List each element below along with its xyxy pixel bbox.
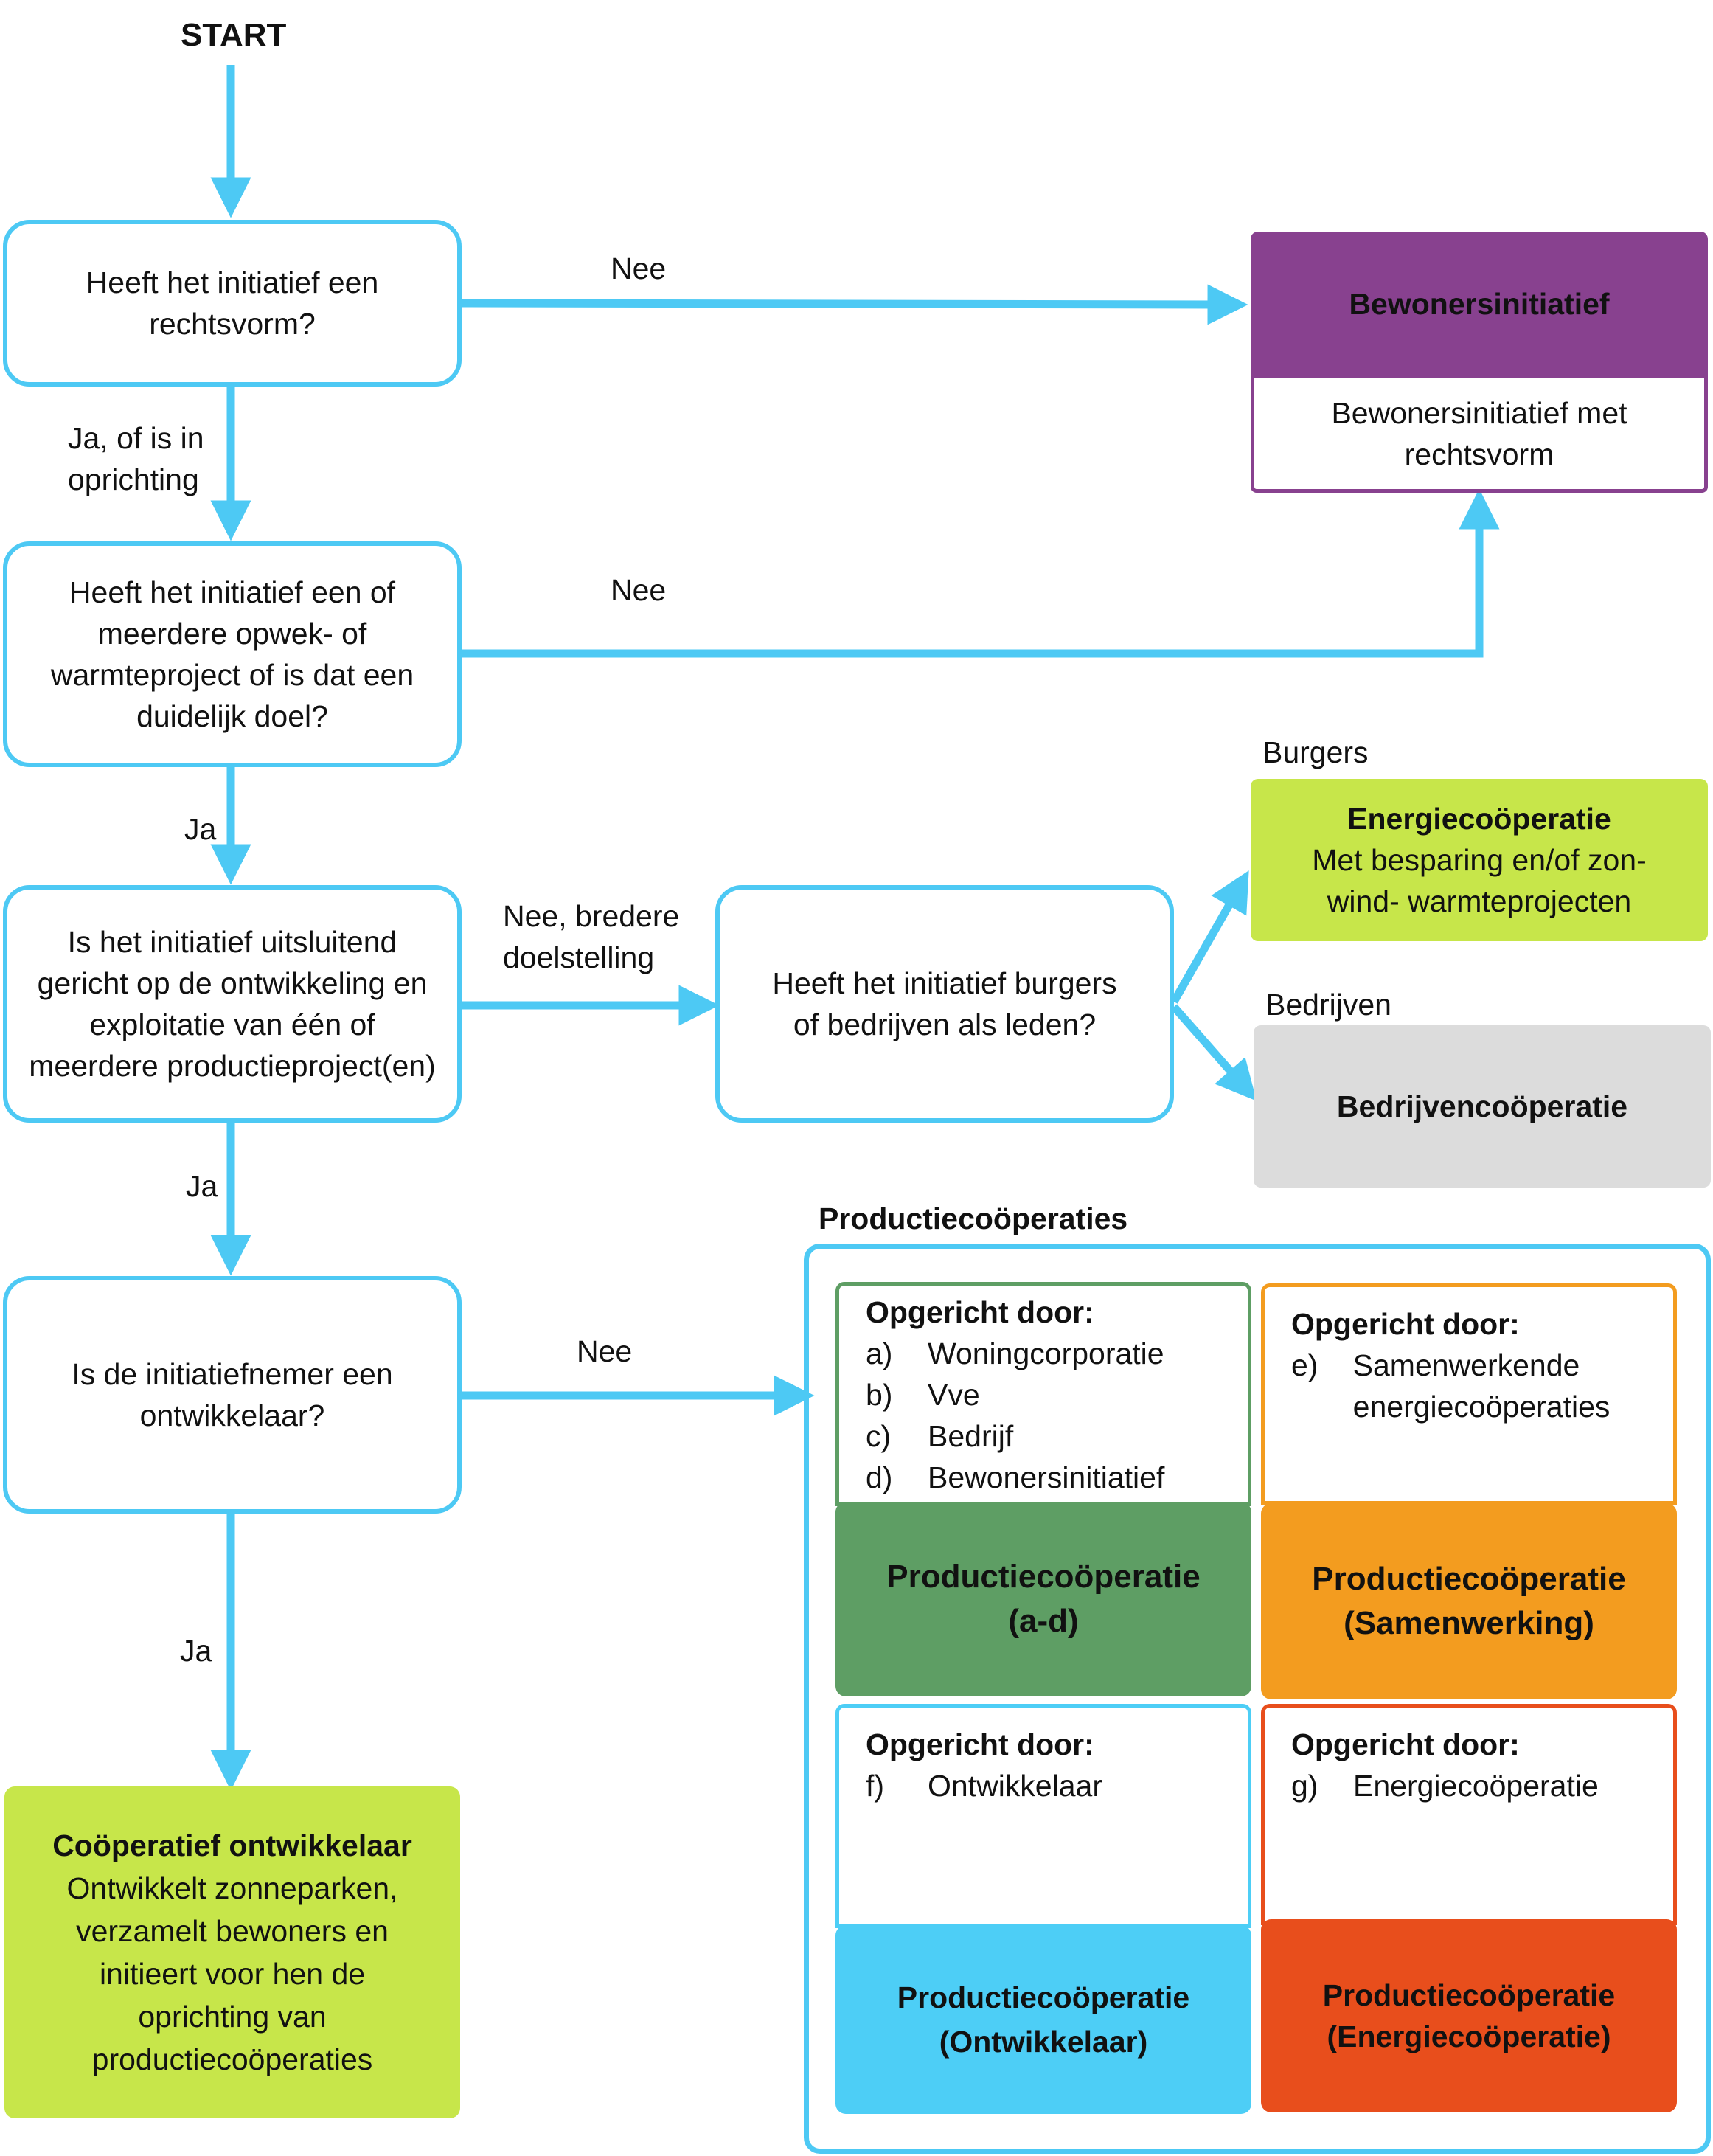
question-ontwikkelaar: Is de initiatiefnemer een ontwikkelaar?	[3, 1276, 462, 1514]
opgericht-e-key: e)	[1291, 1348, 1318, 1382]
start-label: START	[181, 17, 287, 53]
result-bedrijvencooperatie: Bedrijvencoöperatie	[1254, 1025, 1711, 1188]
arrow-q1-bewoners	[461, 284, 1248, 325]
opgericht-e-box: Opgericht door: e) Samenwerkende energie…	[1261, 1283, 1677, 1505]
edge-label-q2-nee: Nee	[611, 573, 667, 607]
edge-label-q1-nee: Nee	[611, 252, 667, 285]
result-bewonersinitiatief-rechtsvorm: Bewonersinitiatief met rechtsvorm	[1251, 375, 1708, 493]
opgericht-f-head: Opgericht door:	[866, 1727, 1094, 1761]
edge-label-bedrijven: Bedrijven	[1265, 988, 1391, 1022]
opgericht-ad-value: Bedrijf	[928, 1419, 1014, 1453]
opgericht-ad-key: b)	[866, 1378, 893, 1412]
opgericht-ad-head: Opgericht door:	[866, 1295, 1094, 1329]
result-bewonersinitiatief-text: Bewonersinitiatief	[1349, 286, 1610, 321]
opgericht-f-item: f) Ontwikkelaar	[866, 1765, 1221, 1806]
result-bedrijvencooperatie-text: Bedrijvencoöperatie	[1336, 1089, 1628, 1123]
opgericht-ad-item: c) Bedrijf	[866, 1415, 1221, 1457]
opgericht-e-value: Samenwerkende energiecoöperaties	[1352, 1348, 1611, 1424]
edge-label-burgers: Burgers	[1262, 735, 1369, 769]
productie-ad-line2: (a-d)	[1008, 1603, 1079, 1639]
productie-energiecooperatie-line2: (Energiecoöperatie)	[1327, 2020, 1611, 2053]
question-rechtsvorm-text: Heeft het initiatief een rechtsvorm?	[86, 266, 379, 341]
edge-label-q3-ja: Ja	[186, 1169, 218, 1203]
opgericht-ad-item: d) Bewonersinitiatief	[866, 1457, 1221, 1498]
opgericht-g-head: Opgericht door:	[1291, 1727, 1520, 1761]
result-cooperatief-ontwikkelaar-title: Coöperatief ontwikkelaar	[52, 1829, 412, 1862]
productie-energiecooperatie: Productiecoöperatie (Energiecoöperatie)	[1261, 1919, 1677, 2112]
productie-samenwerking: Productiecoöperatie (Samenwerking)	[1261, 1503, 1677, 1699]
opgericht-ad-key: c)	[866, 1419, 892, 1453]
edge-label-q1-ja-2: oprichting	[68, 462, 199, 496]
productie-ontwikkelaar: Productiecoöperatie (Ontwikkelaar)	[835, 1925, 1251, 2114]
edge-label-q5-nee: Nee	[577, 1334, 633, 1368]
question-opwekproject-text: Heeft het initiatief een of meerdere opw…	[50, 575, 414, 733]
opgericht-g-item: g) Energiecoöperatie	[1291, 1765, 1647, 1806]
productie-ontwikkelaar-line1: Productiecoöperatie	[897, 1980, 1190, 2014]
question-leden: Heeft het initiatief burgers of bedrijve…	[715, 885, 1174, 1123]
opgericht-ad-value: Vve	[928, 1378, 980, 1412]
arrow-q2-bewoners-rv	[462, 488, 1500, 658]
productie-samenwerking-line1: Productiecoöperatie	[1312, 1561, 1626, 1597]
edge-label-q3-nee-1: Nee, bredere	[503, 899, 680, 933]
result-energiecooperatie-desc: Met besparing en/of zon- wind- warmtepro…	[1312, 843, 1647, 918]
opgericht-g-key: g)	[1291, 1769, 1318, 1803]
opgericht-f-key: f)	[866, 1769, 885, 1803]
productie-ad-line1: Productiecoöperatie	[886, 1559, 1201, 1595]
question-opwekproject: Heeft het initiatief een of meerdere opw…	[3, 541, 462, 767]
productie-group	[804, 1244, 1711, 2154]
opgericht-e-head: Opgericht door:	[1291, 1307, 1520, 1341]
productie-ontwikkelaar-line2: (Ontwikkelaar)	[939, 2025, 1148, 2059]
productie-samenwerking-line2: (Samenwerking)	[1344, 1605, 1594, 1641]
edge-label-q1-ja-1: Ja, of is in	[68, 421, 204, 455]
opgericht-ad-key: a)	[866, 1337, 893, 1370]
opgericht-ad-item: b) Vve	[866, 1374, 1221, 1415]
result-energiecooperatie-title: Energiecoöperatie	[1347, 802, 1611, 836]
productie-ad: Productiecoöperatie (a-d)	[835, 1502, 1251, 1696]
opgericht-ad-key: d)	[866, 1460, 893, 1494]
result-bewonersinitiatief: Bewonersinitiatief	[1251, 232, 1708, 376]
opgericht-ad-item: a) Woningcorporatie	[866, 1333, 1221, 1374]
opgericht-f-box: Opgericht door: f) Ontwikkelaar	[835, 1704, 1251, 1928]
opgericht-g-value: Energiecoöperatie	[1353, 1769, 1599, 1803]
result-bewonersinitiatief-rechtsvorm-text: Bewonersinitiatief met rechtsvorm	[1331, 396, 1627, 471]
productie-group-title: Productiecoöperaties	[819, 1202, 1128, 1235]
arrow-q4-bedrijven	[1170, 1004, 1257, 1101]
arrow-q4-energie	[1170, 870, 1249, 1004]
result-cooperatief-ontwikkelaar: Coöperatief ontwikkelaar Ontwikkelt zonn…	[4, 1786, 460, 2118]
edge-label-q5-ja: Ja	[180, 1634, 212, 1668]
productie-energiecooperatie-line1: Productiecoöperatie	[1322, 1978, 1616, 2012]
result-energiecooperatie: Energiecoöperatie Met besparing en/of zo…	[1251, 779, 1708, 941]
opgericht-e-item: e) Samenwerkende energiecoöperaties	[1291, 1345, 1647, 1427]
question-leden-text: Heeft het initiatief burgers of bedrijve…	[772, 966, 1117, 1041]
opgericht-ad-value: Woningcorporatie	[928, 1337, 1164, 1370]
opgericht-ad-value: Bewonersinitiatief	[928, 1460, 1165, 1494]
edge-label-q3-nee-2: doelstelling	[503, 940, 655, 974]
question-ontwikkelaar-text: Is de initiatiefnemer een ontwikkelaar?	[72, 1357, 393, 1432]
opgericht-g-box: Opgericht door: g) Energiecoöperatie	[1261, 1704, 1677, 1925]
result-cooperatief-ontwikkelaar-desc: Ontwikkelt zonneparken, verzamelt bewone…	[66, 1871, 398, 2076]
opgericht-f-value: Ontwikkelaar	[928, 1769, 1102, 1803]
question-rechtsvorm: Heeft het initiatief een rechtsvorm?	[3, 220, 462, 387]
edge-label-q2-ja: Ja	[184, 812, 217, 846]
opgericht-ad-list: a) Woningcorporatie b) Vve c) Bedrijf d) Bewone…	[866, 1333, 1221, 1498]
question-productieproject: Is het initiatief uitsluitend gericht op…	[3, 885, 462, 1123]
question-productieproject-text: Is het initiatief uitsluitend gericht op…	[29, 925, 436, 1083]
